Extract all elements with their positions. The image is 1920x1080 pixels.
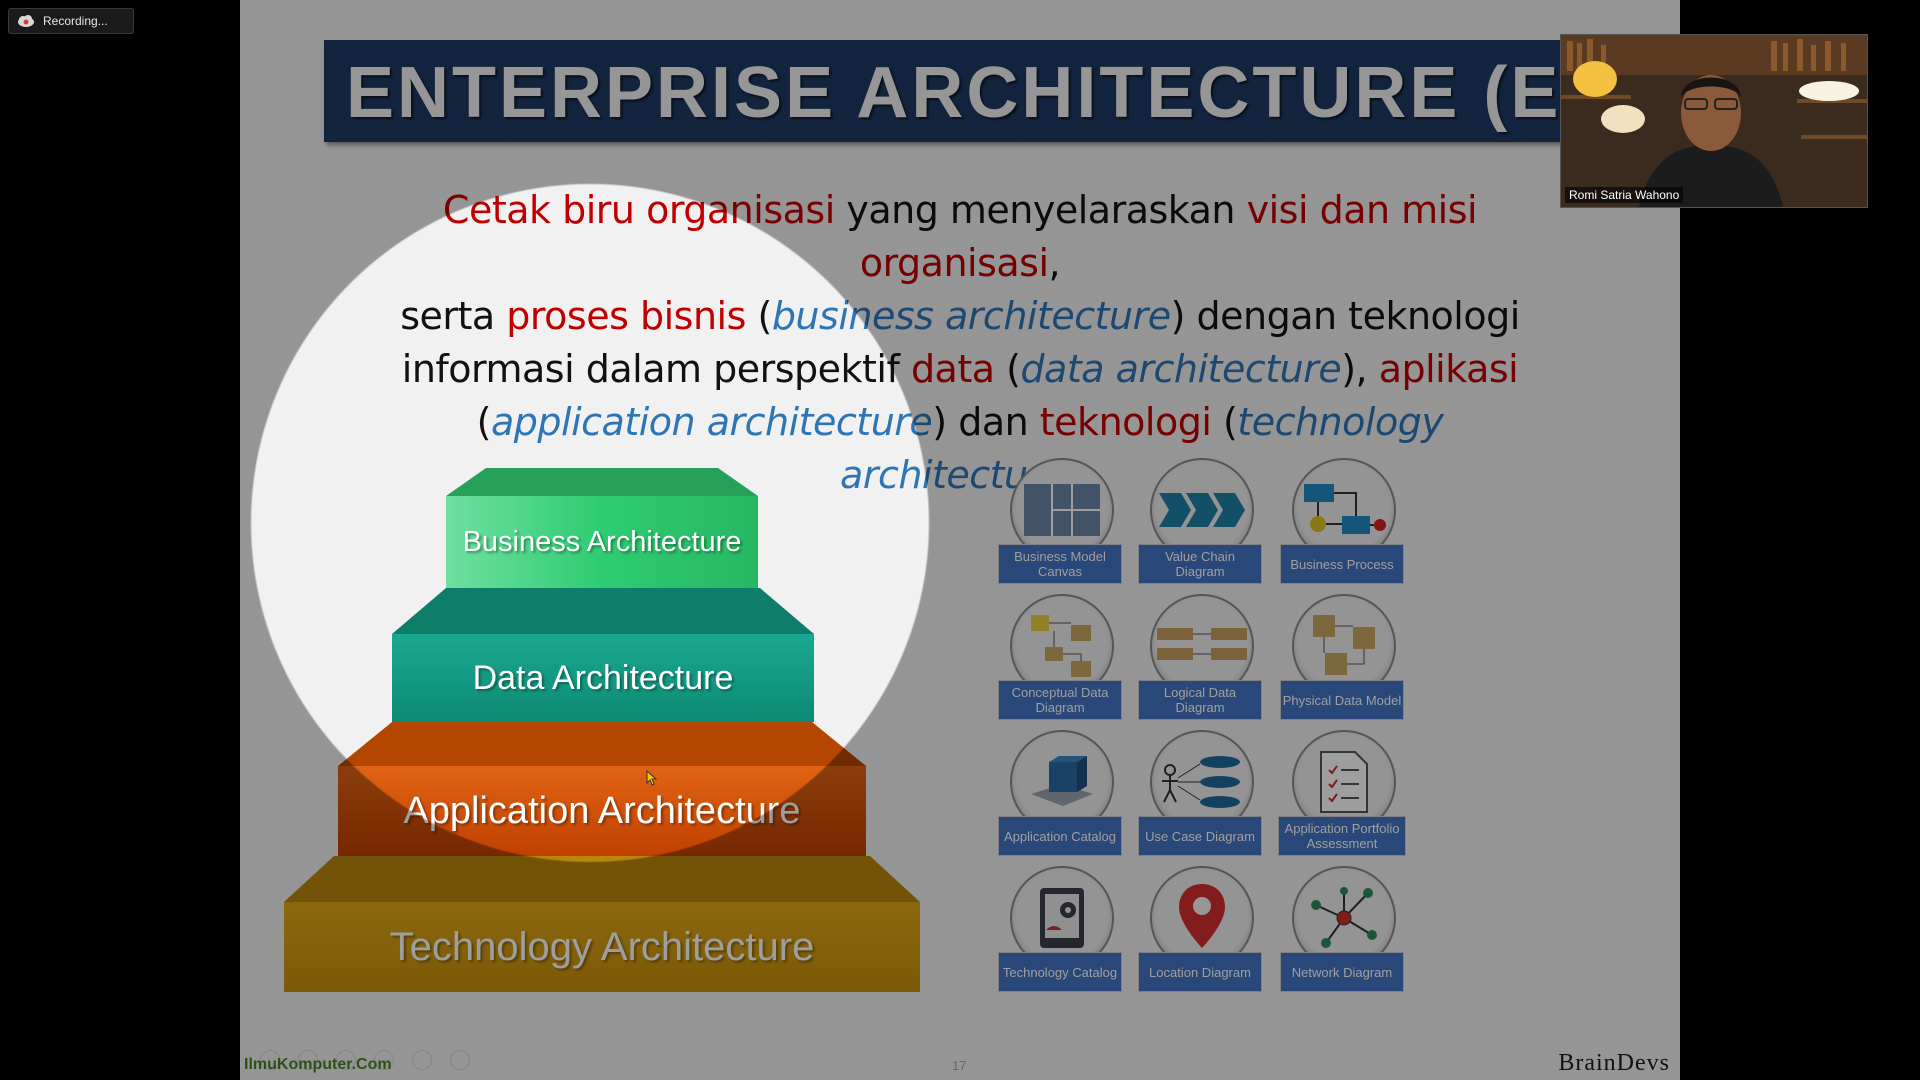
def-italic: data architecture [1020,347,1342,391]
layer-technology-label: Technology Architecture [389,924,815,969]
layer-technology-top [284,856,920,902]
definition-text: Cetak biru organisasi yang menyelaraskan… [360,184,1560,502]
diagram-caption: Location Diagram [1138,952,1262,992]
diagram-caption: Use Case Diagram [1138,816,1262,856]
layer-application-top [338,722,866,766]
diagram-conceptual-data: Conceptual Data Diagram [998,594,1122,720]
diagram-technology-catalog: Technology Catalog [998,866,1122,992]
layer-data-label: Data Architecture [472,658,734,697]
def-text: ( [745,294,772,338]
map-pin-icon [1150,866,1254,970]
cloud-record-icon [15,10,37,32]
def-term: Cetak biru organisasi [442,188,835,232]
slide-number: 17 [952,1058,967,1073]
diagram-network: Network Diagram [1280,866,1404,992]
diagram-use-case: Use Case Diagram [1138,730,1262,856]
speaker-video-feed [1561,35,1867,207]
diagram-caption: Physical Data Model [1280,680,1404,720]
layer-application: Application Architecture [338,722,866,856]
speaker-name-label: Romi Satria Wahono [1565,187,1684,203]
def-text: ) dan [932,400,1040,444]
layer-business-label: Business Architecture [462,525,742,558]
diagram-caption: Application Portfolio Assessment [1278,816,1406,856]
footer-site: IlmuKomputer.Com [244,1056,392,1073]
speaker-video-tile[interactable]: Romi Satria Wahono [1560,34,1868,208]
diagram-caption: Value Chain Diagram [1138,544,1262,584]
def-term: visi dan misi organisasi [859,188,1478,285]
def-text: , [1048,241,1061,285]
def-term: aplikasi [1378,347,1519,391]
next-slide-icon[interactable] [298,1050,318,1070]
def-text: serta [400,294,507,338]
def-text: yang menyelaraskan [834,188,1247,232]
def-text: ( [1211,400,1238,444]
slide-title-bar: ENTERPRISE ARCHITECTURE (EA) [324,40,1654,142]
diagram-caption: Business Model Canvas [998,544,1122,584]
layer-application-label: Application Architecture [403,789,801,832]
slides-grid-icon[interactable] [374,1050,394,1070]
diagram-caption: Conceptual Data Diagram [998,680,1122,720]
diagram-location: Location Diagram [1138,866,1262,992]
def-italic: application architecture [491,400,933,444]
recording-indicator[interactable]: Recording... [8,8,134,34]
layer-data-top [392,588,814,634]
layer-business: Business Architecture [446,468,758,588]
slide-title: ENTERPRISE ARCHITECTURE (EA) [346,53,1644,133]
def-term: proses bisnis [506,294,746,338]
diagram-application-catalog: Application Catalog [998,730,1122,856]
mouse-cursor-icon [646,770,658,786]
diagram-value-chain: Value Chain Diagram [1138,458,1262,584]
diagram-caption: Application Catalog [998,816,1122,856]
def-text: ) dengan teknologi [1170,294,1521,338]
layer-data: Data Architecture [392,588,814,722]
diagram-business-process: Business Process [1280,458,1404,584]
slide-nav-controls[interactable] [260,1050,470,1070]
diagram-physical-data-model: Physical Data Model [1280,594,1404,720]
diagram-business-model-canvas: Business Model Canvas [998,458,1122,584]
layer-business-top [446,468,758,496]
recording-label: Recording... [43,14,108,28]
diagram-logical-data: Logical Data Diagram [1138,594,1262,720]
zoom-icon[interactable] [412,1050,432,1070]
def-text: informasi dalam perspektif [401,347,911,391]
diagram-caption: Business Process [1280,544,1404,584]
diagram-caption: Network Diagram [1280,952,1404,992]
diagram-application-portfolio: Application Portfolio Assessment [1278,730,1406,856]
def-text: ( [994,347,1021,391]
def-italic: business architecture [771,294,1171,338]
def-text: ( [476,400,492,444]
diagram-caption: Logical Data Diagram [1138,680,1262,720]
def-term: data [910,347,995,391]
brand-logo: BrainDevs [1558,1050,1670,1076]
def-term: teknologi [1039,400,1212,444]
shared-slide: ENTERPRISE ARCHITECTURE (EA) Cetak biru … [240,0,1680,1080]
prev-slide-icon[interactable] [260,1050,280,1070]
diagram-caption: Technology Catalog [998,952,1122,992]
layer-technology: Technology Architecture [284,856,920,992]
more-options-icon[interactable] [450,1050,470,1070]
pen-tool-icon[interactable] [336,1050,356,1070]
def-text: ), [1341,347,1379,391]
